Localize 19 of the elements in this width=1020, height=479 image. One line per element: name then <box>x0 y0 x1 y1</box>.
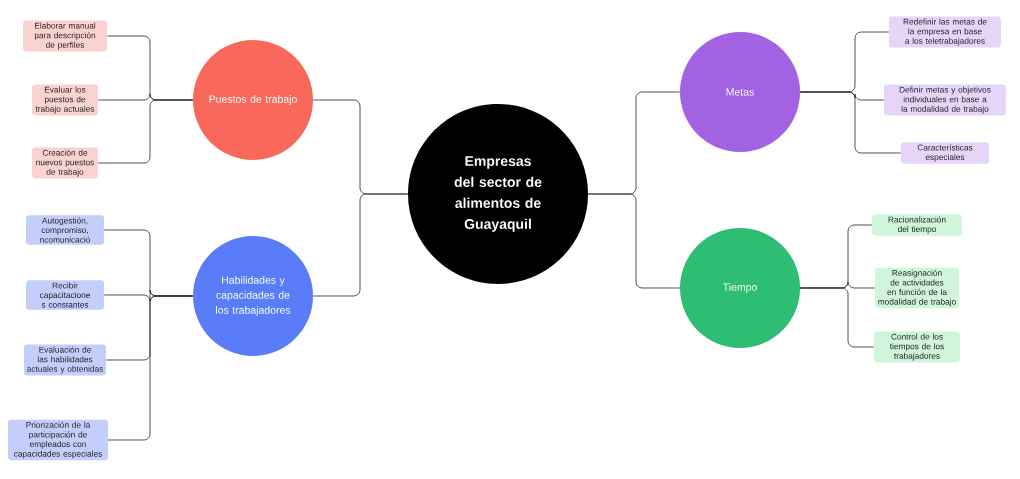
connector-line <box>312 193 409 297</box>
connector-line <box>587 193 681 289</box>
subtopic-box: Redefinir las metas de la empresa en base a los teletrabajadores <box>889 16 1001 48</box>
subtopic-box: Racionalización del tiempo <box>872 214 962 236</box>
connector-line <box>799 91 902 154</box>
subtopic-box: Autogestión, compromiso, ncomunicació <box>26 215 104 245</box>
subtopic-box: Elaborar manual para descripción de perfiles <box>23 20 107 52</box>
connector-line <box>97 99 194 164</box>
subtopic-box: Evaluar los puestos de trabajo actuales <box>32 84 98 116</box>
subtopic-box: Definir metas y objetivos individuales en base a la modalidad de trabajo <box>884 84 1006 116</box>
subtopic-box: Control de los tiempos de los trabajadores <box>874 331 960 363</box>
subtopic-box: Creación de nuevos puestos de trabajo <box>32 147 98 179</box>
subtopic-box: Reasignación de actividades en función de la modalidad de trabajo <box>875 267 959 309</box>
subtopic-box: Priorización de la participación de empleados con capacidades especiales <box>8 419 108 461</box>
connector-line <box>799 287 875 348</box>
subtopic-box: Evaluación de las habilidades actuales y obtenidas <box>24 344 106 376</box>
subtopic-box: Características especiales <box>901 142 989 164</box>
connector-line <box>107 295 194 441</box>
subtopic-box: Recibir capacitacione s constantes <box>26 280 104 310</box>
